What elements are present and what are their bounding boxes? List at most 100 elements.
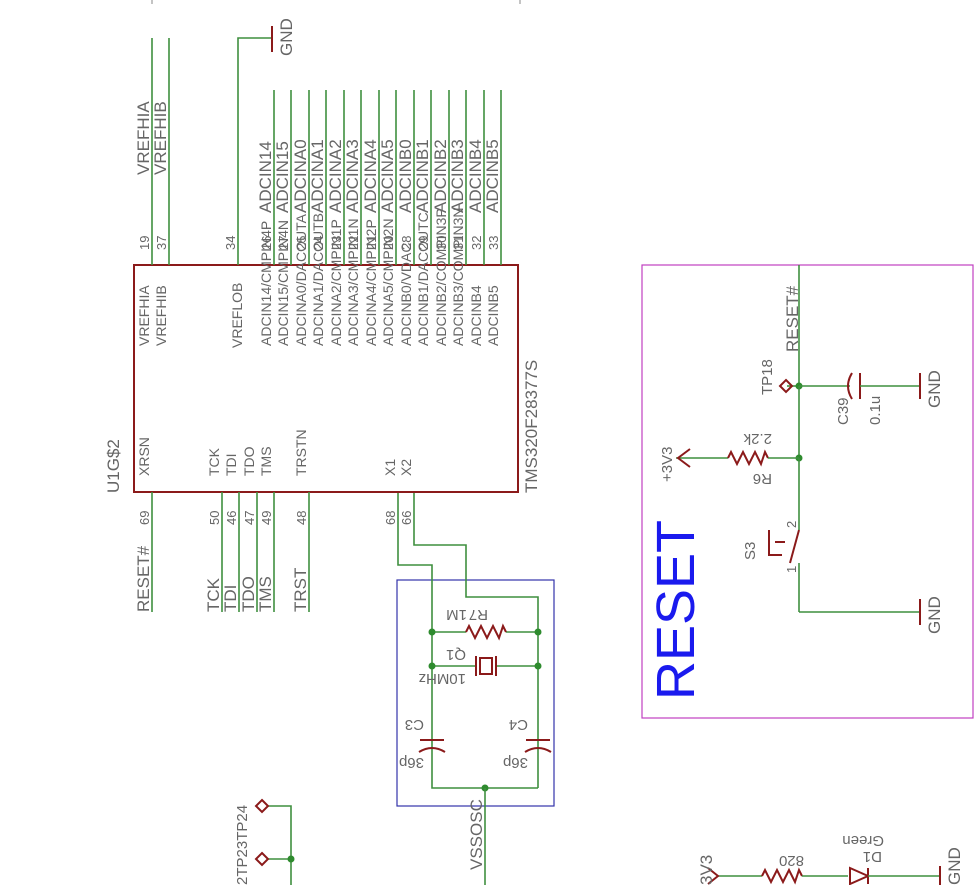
c4-name: C4: [509, 716, 528, 733]
u1-pin-label: X2: [398, 459, 414, 476]
c3-name: C3: [405, 716, 424, 733]
u1-pin-number: 20: [381, 236, 396, 250]
u1-net-label: VREFHIB: [151, 101, 170, 175]
s3-contact: [789, 529, 800, 564]
c3-value: 36p: [399, 754, 424, 771]
s3-pin2: 2: [784, 521, 799, 528]
u1-pin-label: XRSN: [136, 437, 152, 476]
vssosc-label: VSSOSC: [467, 799, 486, 870]
u1-pin-number: 27: [276, 236, 291, 250]
u1-net-label: ADCIN14: [256, 141, 275, 213]
u1-net-label: ADCINA4: [361, 139, 380, 213]
u1-pin-label: ADCINA5/CMPIN2N: [380, 218, 396, 346]
u1-pin-label: ADCINB5: [485, 285, 501, 346]
u1-pin-number: 28: [399, 236, 414, 250]
u1-pin-number: 22: [346, 236, 361, 250]
reset-block: RESET RESET# TP18 C39 0.1u GND 2.2k R6 +…: [641, 264, 974, 719]
u1-pin-label: ADCINB0/VDAC: [398, 243, 414, 346]
q1-name: Q1: [446, 646, 466, 663]
u1-pin-number: 23: [329, 236, 344, 250]
r6-resistor: [727, 449, 769, 467]
u1-net-label: ADCINA3: [343, 139, 362, 213]
junction: [428, 662, 436, 670]
c4-value: 36p: [503, 754, 528, 771]
supply-arrow-3v3: [676, 448, 691, 468]
u1-pin-number: 34: [223, 236, 238, 250]
c39-plate-curved: [847, 372, 853, 400]
vreflob-wire: [237, 37, 272, 265]
tp23-testpoint: [254, 851, 270, 867]
u1-pin-label: TDI: [223, 453, 239, 476]
reset-title: RESET: [646, 520, 706, 700]
u1-pin-label: ADCIN14/CMPIN4P: [258, 221, 274, 346]
u1-pin-label: ADCINA3/CMPIN1N: [345, 218, 361, 346]
reset-net-label: RESET#: [783, 285, 802, 352]
tp24-wire: [268, 805, 292, 885]
u1-pin-label: TRSTN: [293, 429, 309, 476]
u1-pin-number: 33: [486, 236, 501, 250]
gnd-label-s3: GND: [925, 596, 944, 634]
led-supply-label: 3V3: [697, 855, 716, 885]
u1-net-label: VREFHIA: [134, 101, 153, 175]
gnd-label-c39: GND: [925, 370, 944, 408]
u1-name-label: U1G$2: [104, 439, 123, 493]
junction: [428, 628, 436, 636]
r6-value: 2.2k: [743, 430, 772, 447]
junction: [534, 628, 542, 636]
u1-net-label: RESET#: [134, 545, 153, 612]
u1-pin-label: VREFHIA: [136, 285, 152, 346]
s3-actuator: [768, 530, 782, 556]
junction: [287, 855, 295, 863]
supply-3v3-label: +3V3: [659, 447, 676, 482]
d1-value: Green: [842, 832, 884, 849]
u1-net-label: TDI: [221, 585, 240, 612]
u1-chip: 19VREFHIAVREFHIA37VREFHIBVREFHIB34VREFLO…: [104, 18, 541, 612]
x1-wire: [397, 493, 538, 789]
u1-pin-number: 68: [383, 511, 398, 525]
testpoints-block: 2TP23TP24: [234, 798, 295, 885]
d1-diode-body: [849, 866, 871, 885]
tp-labels: 2TP23TP24: [234, 805, 251, 885]
u1-net-label: TRST: [291, 568, 310, 612]
u1-net-label: TMS: [256, 576, 275, 612]
u1-pin-number: 32: [469, 236, 484, 250]
q1-crystal-body: [479, 657, 493, 675]
oscillator-frame: [396, 579, 555, 807]
s3-pin1: 1: [784, 566, 799, 573]
u1-net-label: ADCINB2: [431, 139, 450, 213]
u1-pin-label: ADCINB3/COMPIN3N: [450, 208, 466, 346]
led-block: 3V3 820 D1 Green GND: [697, 832, 964, 885]
u1-pin-number: 49: [259, 511, 274, 525]
u1-pin-number: 24: [311, 236, 326, 250]
u1-pin-label: VREFHIB: [153, 285, 169, 346]
u1-pin-label: ADCINB1/DACOUTC: [415, 212, 431, 346]
u1-pin-label: TCK: [206, 447, 222, 476]
u1-pin-label: ADCINA4/CMPIN2P: [363, 219, 379, 346]
c39-name: C39: [835, 397, 852, 425]
supply-arrow-led: [707, 867, 720, 885]
u1-net-label: ADCINB5: [483, 139, 502, 213]
c3-plate-bottom: [418, 747, 446, 753]
q1-value: 10MHz: [418, 670, 466, 687]
u1-part-label: TMS320F28377S: [522, 360, 541, 493]
u1-pin-number: 29: [416, 236, 431, 250]
led-gnd-label: GND: [945, 847, 964, 885]
u1-pin-number: 69: [137, 511, 152, 525]
oscillator-block: R7 1M Q1 10MHz C3 36p C4 36p VSSOSC: [396, 493, 555, 885]
r6-name: R6: [753, 470, 772, 487]
u1-pin-label: ADCINA1/DACOUTB: [310, 213, 326, 346]
r7-value: 1M: [446, 606, 467, 623]
u1-pin-label: ADCIN15/CMPIN4N: [275, 220, 291, 346]
u1-pin-number: 21: [364, 236, 379, 250]
u1-net-label: ADCINB0: [396, 139, 415, 213]
u1-pin-label: ADCINB2/COMPIN3P: [433, 208, 449, 346]
led-resistor: [761, 867, 803, 885]
u1-pin-number: 46: [224, 511, 239, 525]
u1-pin-label: VREFLOB: [229, 283, 245, 348]
d1-name: D1: [863, 848, 882, 865]
u1-net-label: ADCINB3: [448, 139, 467, 213]
u1-net-label: ADCINA0: [291, 139, 310, 213]
tp18-testpoint: [778, 378, 794, 394]
u1-net-label: ADCINA5: [378, 139, 397, 213]
